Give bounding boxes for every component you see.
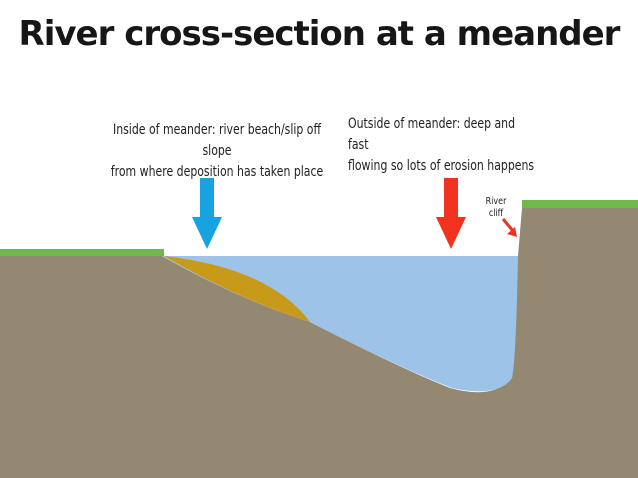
- arrow-diagonal-icon: [501, 218, 517, 237]
- deposition-slip-off-slope: [164, 256, 310, 322]
- grass-left-bank: [0, 249, 164, 256]
- inside-meander-label: Inside of meander: river beach/slip off …: [110, 122, 324, 180]
- grass-right-bank: [522, 200, 638, 208]
- page-title: River cross-section at a meander: [18, 14, 621, 54]
- river-cliff-label: River cliff: [485, 196, 507, 219]
- ground: [0, 208, 638, 478]
- arrow-down-icon: [436, 178, 466, 249]
- outside-meander-label: Outside of meander: deep and fast flowin…: [348, 116, 535, 174]
- arrow-down-icon: [192, 178, 222, 249]
